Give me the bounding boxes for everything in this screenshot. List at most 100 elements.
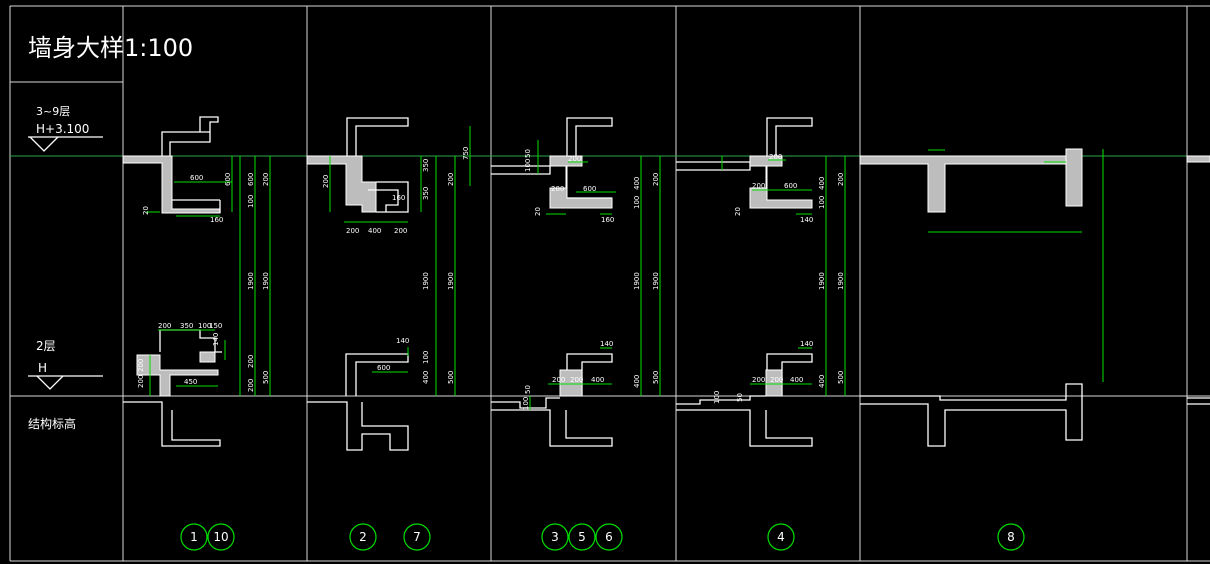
dim-label: 20 xyxy=(142,206,150,215)
axis-bubbles: 1 10 2 7 3 5 6 4 8 xyxy=(180,523,1025,551)
dim-label: 400 xyxy=(818,177,826,190)
level-elev-upper: H+3.100 xyxy=(36,122,89,136)
dim-label: 100 xyxy=(522,397,530,410)
dim-label: 200 xyxy=(322,175,330,188)
dim-label: 600 xyxy=(224,173,232,186)
dim-label: 600 xyxy=(784,182,797,190)
axis-bubble-10: 10 xyxy=(207,523,235,551)
dim-label: 200 xyxy=(568,155,581,163)
level-mark-upper: 3~9层 H+3.100 xyxy=(28,105,103,152)
dim-label: 1900 xyxy=(247,272,255,290)
dim-label: 100 xyxy=(713,391,721,404)
dim-label: 200 xyxy=(447,173,455,186)
dims-detail-8 xyxy=(928,149,1104,382)
svg-text:8: 8 xyxy=(1007,530,1015,544)
dim-label: 100 xyxy=(818,196,826,209)
dim-label: 400 xyxy=(422,371,430,384)
dim-label: 20 xyxy=(734,207,742,216)
dim-label: 50 xyxy=(524,385,532,394)
dim-label: 600 xyxy=(190,174,203,182)
dims-detail-3: 50 100 200 200 600 160 20 400 200 100 19… xyxy=(522,140,661,410)
dim-label: 400 xyxy=(633,177,641,190)
dim-label: 100 xyxy=(198,322,211,330)
axis-bubble-3: 3 xyxy=(541,523,569,551)
dim-label: 160 xyxy=(392,194,405,202)
dim-label: 50 xyxy=(736,393,744,402)
dim-label: 200 xyxy=(262,173,270,186)
dim-label: 400 xyxy=(368,227,381,235)
dim-label: 200 xyxy=(346,227,359,235)
svg-text:2: 2 xyxy=(359,530,367,544)
dim-label: 150 xyxy=(209,322,222,330)
svg-text:1: 1 xyxy=(190,530,198,544)
axis-bubble-5: 5 xyxy=(568,523,596,551)
dim-label: 1900 xyxy=(837,272,845,290)
svg-text:4: 4 xyxy=(777,530,785,544)
wall-detail-3 xyxy=(491,117,613,447)
dim-label: 20 xyxy=(534,207,542,216)
dim-label: 140 xyxy=(600,340,613,348)
dim-label: 1900 xyxy=(447,272,455,290)
dim-label: 500 xyxy=(837,371,845,384)
grid-lines xyxy=(9,5,1210,562)
dim-label: 500 xyxy=(652,371,660,384)
dim-label: 200 xyxy=(770,376,783,384)
dim-label: 200 xyxy=(394,227,407,235)
dim-label: 200 xyxy=(752,182,765,190)
dim-label: 200 xyxy=(570,376,583,384)
dim-label: 200 xyxy=(137,375,145,388)
dim-label: 140 xyxy=(800,340,813,348)
svg-text:7: 7 xyxy=(413,530,421,544)
dim-label: 200 xyxy=(552,376,565,384)
wall-detail-8 xyxy=(859,148,1210,447)
dims-detail-4: 200 200 600 140 20 400 200 100 1900 1900… xyxy=(713,153,846,404)
svg-text:5: 5 xyxy=(578,530,586,544)
dim-label: 1900 xyxy=(262,272,270,290)
dim-label: 200 xyxy=(752,376,765,384)
dim-label: 1900 xyxy=(633,272,641,290)
dim-label: 1900 xyxy=(652,272,660,290)
axis-bubble-1: 1 xyxy=(180,523,208,551)
dim-label: 200 xyxy=(247,355,255,368)
svg-text:10: 10 xyxy=(213,530,228,544)
dim-label: 350 xyxy=(422,159,430,172)
dims-detail-2: 200 160 200 400 200 350 350 200 750 1900… xyxy=(322,126,471,396)
dim-label: 1900 xyxy=(422,272,430,290)
dim-label: 600 xyxy=(377,364,390,372)
dim-label: 500 xyxy=(262,371,270,384)
structure-level-label: 结构标高 xyxy=(28,416,76,431)
dim-label: 100 xyxy=(633,196,641,209)
axis-bubble-8: 8 xyxy=(997,523,1025,551)
dim-label: 350 xyxy=(180,322,193,330)
drawing-title: 墙身大样1:100 xyxy=(28,34,193,62)
level-name-upper: 3~9层 xyxy=(36,105,70,118)
dim-label: 1900 xyxy=(818,272,826,290)
dim-label: 450 xyxy=(184,378,197,386)
dim-label: 140 xyxy=(212,333,220,346)
svg-text:6: 6 xyxy=(605,530,613,544)
dim-label: 350 xyxy=(422,187,430,200)
dim-label: 200 xyxy=(551,185,564,193)
dim-label: 140 xyxy=(800,216,813,224)
axis-bubble-7: 7 xyxy=(403,523,431,551)
level-elev-lower: H xyxy=(38,361,47,375)
dim-label: 200 xyxy=(247,379,255,392)
dim-label: 200 xyxy=(158,322,171,330)
dim-label: 200 xyxy=(652,173,660,186)
axis-bubble-6: 6 xyxy=(595,523,623,551)
dim-label: 160 xyxy=(210,216,223,224)
dim-label: 600 xyxy=(247,173,255,186)
dim-label: 100 xyxy=(422,351,430,364)
dim-label: 400 xyxy=(633,375,641,388)
wall-detail-2 xyxy=(306,117,409,451)
dim-label: 750 xyxy=(462,147,470,160)
dim-label: 200 xyxy=(837,173,845,186)
dim-label: 400 xyxy=(790,376,803,384)
axis-bubble-2: 2 xyxy=(349,523,377,551)
level-mark-lower: 2层 H xyxy=(28,339,103,390)
dim-label: 100 xyxy=(247,195,255,208)
axis-bubble-4: 4 xyxy=(767,523,795,551)
dim-label: 500 xyxy=(447,371,455,384)
dim-label: 100 xyxy=(524,159,532,172)
